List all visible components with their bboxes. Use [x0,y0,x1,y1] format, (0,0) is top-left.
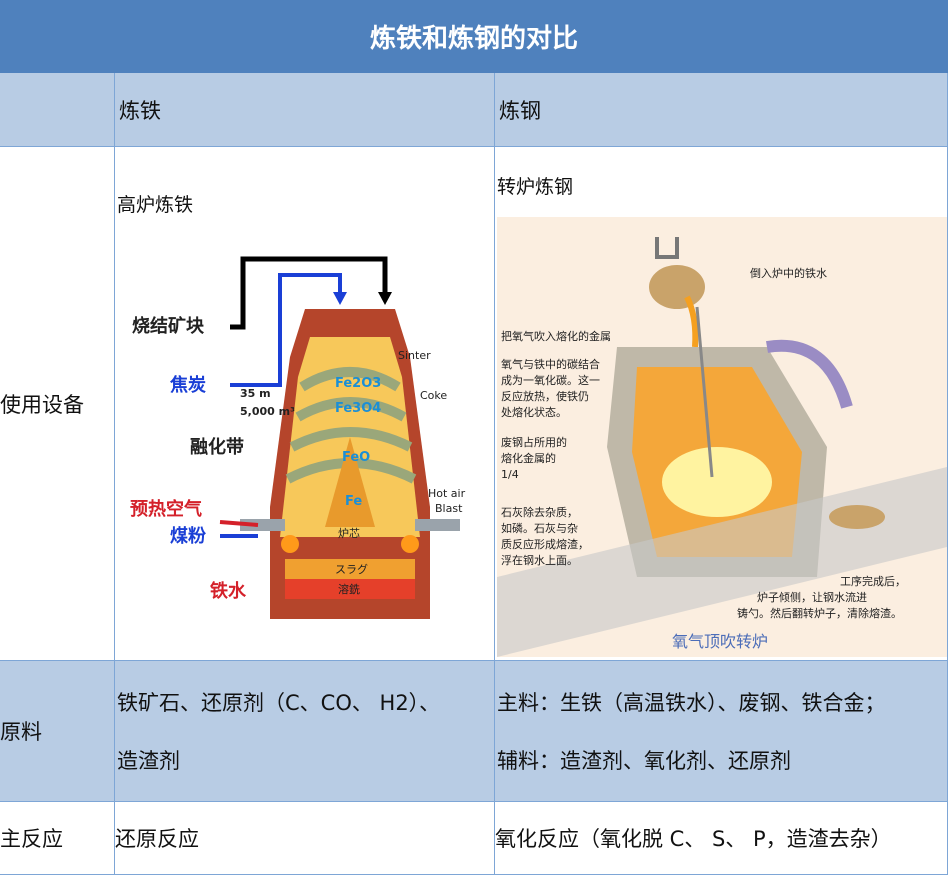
iron-materials-line2: 造渣剂 [117,749,180,773]
header-iron: 炼铁 [115,73,495,147]
svg-text:石灰除去杂质，: 石灰除去杂质， [501,505,578,519]
svg-text:熔化金属的: 熔化金属的 [501,451,556,465]
row-label-materials: 原料 [0,661,115,802]
iron-materials-cell: 铁矿石、还原剂（C、CO、 H2）、 造渣剂 [115,661,495,802]
steel-materials-line2: 辅料：造渣剂、氧化剂、还原剂 [497,749,791,773]
svg-text:倒入炉中的铁水: 倒入炉中的铁水 [750,266,827,280]
svg-text:成为一氧化碳。这一: 成为一氧化碳。这一 [501,373,600,387]
blast-furnace-title: 高炉炼铁 [117,194,194,216]
svg-text:1/4: 1/4 [501,468,519,481]
svg-text:处熔化状态。: 处熔化状态。 [501,405,567,419]
svg-text:如磷。石灰与杂: 如磷。石灰与杂 [501,521,578,535]
svg-text:质反应形成熔渣，: 质反应形成熔渣， [501,537,589,551]
svg-text:Fe: Fe [345,494,362,509]
svg-text:铸勺。然后翻转炉子，清除熔渣。: 铸勺。然后翻转炉子，清除熔渣。 [737,606,902,620]
svg-text:溶銑: 溶銑 [338,582,360,596]
label-coke: 焦炭 [169,374,206,396]
svg-text:Hot air: Hot air [428,487,466,500]
row-label-reaction: 主反应 [0,802,115,875]
svg-text:Sinter: Sinter [398,349,431,362]
svg-text:スラグ: スラグ [335,562,368,576]
svg-text:反应放热，使铁仍: 反应放热，使铁仍 [501,389,589,403]
svg-text:氧气顶吹转炉: 氧气顶吹转炉 [672,632,768,651]
svg-text:浮在钢水上面。: 浮在钢水上面。 [501,554,578,567]
svg-text:35 m: 35 m [240,387,271,400]
converter-title: 转炉炼钢 [497,176,574,198]
steel-materials-cell: 主料：生铁（高温铁水）、废钢、铁合金； 辅料：造渣剂、氧化剂、还原剂 [495,661,948,802]
steel-reaction-cell: 氧化反应（氧化脱 C、 S、 P，造渣去杂） [495,802,948,875]
steel-equipment-cell: 转炉炼钢 倒入炉中的铁水 把氧气吹入熔化的金属 氧气与铁中的碳结合 成为一氧化碳… [495,147,948,661]
svg-text:Blast: Blast [435,502,463,515]
blast-furnace-diagram: 烧结矿块 焦炭 35 m 5,000 m³ 融化带 预热空气 煤粉 铁水 Sin… [130,256,466,619]
iron-materials-line1: 铁矿石、还原剂（C、CO、 H2）、 [117,691,441,715]
iron-equipment-cell: 高炉炼铁 烧结矿块 焦炭 35 m [115,147,495,661]
label-sinter-ore: 烧结矿块 [132,315,205,337]
row-label-equipment: 使用设备 [0,147,115,661]
svg-text:氧气与铁中的碳结合: 氧气与铁中的碳结合 [501,357,600,371]
label-melting-zone: 融化带 [190,436,244,458]
converter-diagram: 倒入炉中的铁水 把氧气吹入熔化的金属 氧气与铁中的碳结合 成为一氧化碳。这一 反… [497,217,947,657]
table-title: 炼铁和炼钢的对比 [0,0,948,73]
svg-text:Coke: Coke [420,389,447,402]
steel-materials-line1: 主料：生铁（高温铁水）、废钢、铁合金； [497,691,886,715]
svg-text:FeO: FeO [342,450,370,465]
label-hot-air: 预热空气 [130,498,202,520]
svg-text:把氧气吹入熔化的金属: 把氧气吹入熔化的金属 [501,329,611,343]
svg-text:炉子倾侧，让钢水流进: 炉子倾侧，让钢水流进 [757,590,867,604]
iron-reaction-cell: 还原反应 [115,802,495,875]
svg-text:废钢占所用的: 废钢占所用的 [501,435,567,449]
svg-text:炉芯: 炉芯 [338,526,360,540]
header-empty-cell [0,73,115,147]
svg-text:Fe2O3: Fe2O3 [335,376,381,391]
svg-text:工序完成后，: 工序完成后， [840,574,906,588]
header-steel: 炼钢 [495,73,948,147]
label-coal: 煤粉 [170,525,206,547]
svg-text:5,000 m³: 5,000 m³ [240,405,295,418]
svg-text:Fe3O4: Fe3O4 [335,401,381,416]
label-iron-out: 铁水 [210,580,247,602]
